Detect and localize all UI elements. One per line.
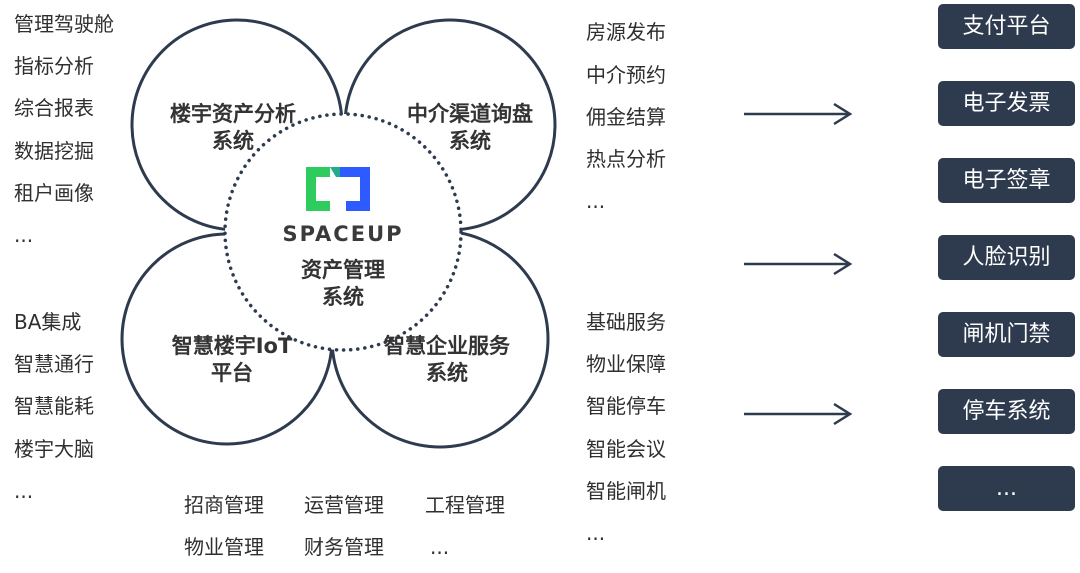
- system-label-bottom-right: 智慧企业服务 系统: [360, 333, 534, 387]
- list-item: 智能停车: [586, 394, 666, 418]
- logo-wordmark: SPACEUP: [282, 222, 404, 246]
- system-label-top-right: 中介渠道询盘 系统: [382, 101, 558, 155]
- integration-pill: ...: [938, 466, 1075, 511]
- system-label-line: 系统: [212, 129, 254, 153]
- circle-center-dotted: [223, 112, 463, 352]
- integration-pill: 停车系统: [938, 389, 1075, 434]
- list-item: 运营管理: [304, 493, 384, 517]
- list-item: 中介预约: [586, 63, 666, 87]
- list-item: ...: [586, 521, 606, 545]
- list-item: 物业管理: [184, 535, 264, 559]
- list-item: 综合报表: [14, 96, 94, 120]
- arrow-icon-1: [744, 102, 853, 126]
- system-label-line: 楼宇资产分析: [170, 102, 296, 126]
- system-label-bottom-left: 智慧楼宇IoT 平台: [158, 333, 306, 387]
- arrow-icon-3: [744, 402, 853, 426]
- list-item: 财务管理: [304, 535, 384, 559]
- system-label-center: 资产管理 系统: [283, 257, 403, 311]
- list-item: 指标分析: [14, 54, 94, 78]
- list-item: 物业保障: [586, 352, 666, 376]
- list-item: BA集成: [14, 310, 82, 334]
- list-item: 工程管理: [425, 493, 505, 517]
- list-item: ...: [14, 223, 34, 247]
- list-item: 热点分析: [586, 147, 666, 171]
- list-item: 智能闸机: [586, 479, 666, 503]
- integration-pill: 人脸识别: [938, 235, 1075, 280]
- system-label-line: 平台: [211, 361, 253, 385]
- system-label-line: 系统: [322, 285, 364, 309]
- list-item: 房源发布: [586, 20, 666, 44]
- list-item: 智慧通行: [14, 352, 94, 376]
- list-item: ...: [430, 535, 450, 559]
- system-label-line: 中介渠道询盘: [407, 102, 533, 126]
- integration-pill: 闸机门禁: [938, 312, 1075, 357]
- list-item: 智慧能耗: [14, 394, 94, 418]
- list-item: 数据挖掘: [14, 139, 94, 163]
- list-item: 管理驾驶舱: [14, 12, 114, 36]
- list-item: ...: [586, 189, 606, 213]
- spaceup-logo-icon: [306, 167, 370, 211]
- list-item: 佣金结算: [586, 105, 666, 129]
- integration-pill: 电子发票: [938, 81, 1075, 126]
- integration-pill: 支付平台: [938, 4, 1075, 49]
- list-item: 招商管理: [184, 493, 264, 517]
- list-item: 智能会议: [586, 437, 666, 461]
- system-label-line: 智慧企业服务: [384, 334, 510, 358]
- list-item: 基础服务: [586, 310, 666, 334]
- system-label-line: 智慧楼宇IoT: [171, 334, 293, 358]
- list-item: ...: [14, 479, 34, 503]
- system-label-line: 系统: [449, 129, 491, 153]
- list-item: 楼宇大脑: [14, 437, 94, 461]
- system-label-top-left: 楼宇资产分析 系统: [146, 101, 320, 155]
- system-label-line: 系统: [426, 361, 468, 385]
- integration-pill: 电子签章: [938, 158, 1075, 203]
- arrow-icon-2: [744, 252, 853, 276]
- list-item: 租户画像: [14, 181, 94, 205]
- system-label-line: 资产管理: [301, 258, 385, 282]
